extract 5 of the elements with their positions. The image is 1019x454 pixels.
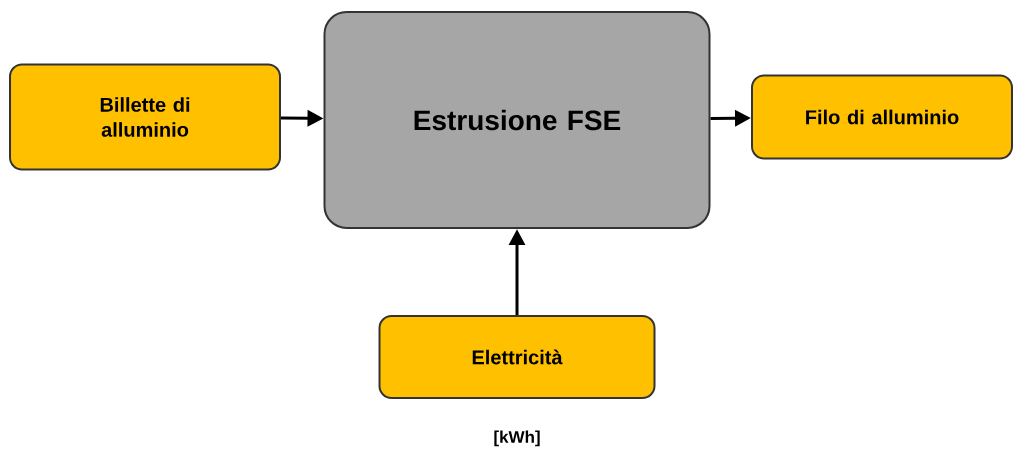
process-box: Elettricità: [378, 315, 656, 399]
process-box: Filo di alluminio: [751, 74, 1013, 160]
process-block: Estrusione FSE: [323, 11, 711, 229]
unit-label: [kWh]: [494, 430, 540, 447]
process-box: Billette di alluminio: [9, 63, 281, 171]
